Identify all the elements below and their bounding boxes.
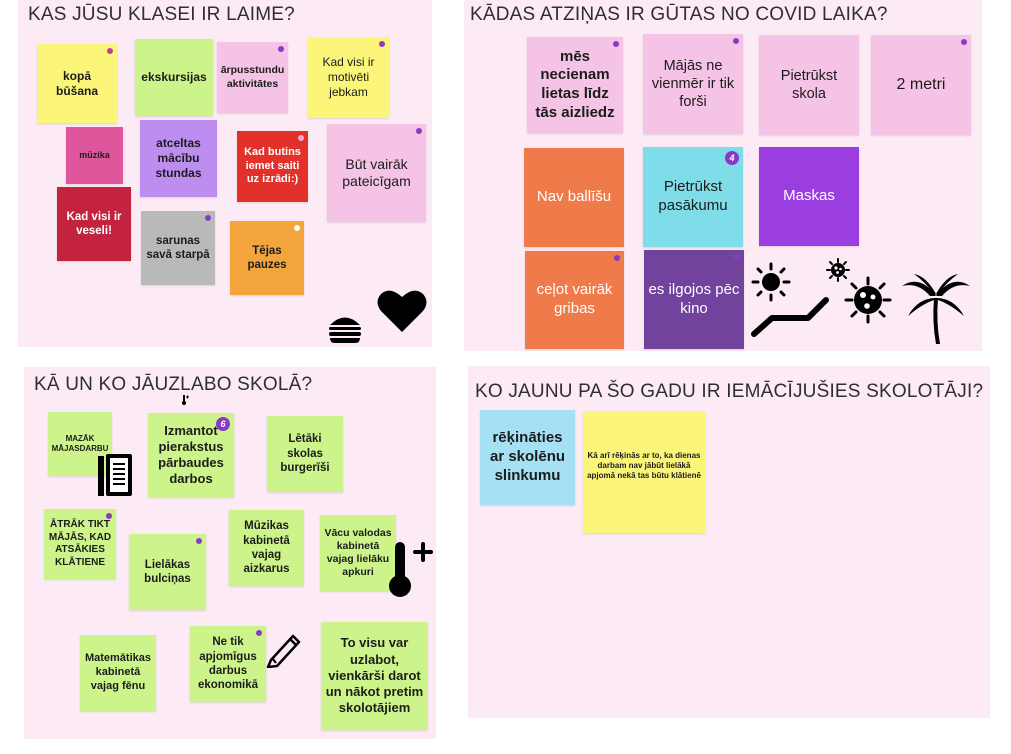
sticky-note[interactable]: mūzika xyxy=(66,127,123,184)
virus-icon xyxy=(826,258,850,282)
thermometer-icon xyxy=(389,542,433,597)
sticky-note[interactable]: rēķināties ar skolēnu slinkumu xyxy=(480,410,575,505)
sun-icon xyxy=(751,262,791,302)
sticky-note[interactable]: Lielākas bulciņas xyxy=(129,534,206,610)
sticky-note[interactable]: Maskas xyxy=(759,147,859,246)
sticky-note[interactable]: Ne tik apjomīgus darbus ekonomikā xyxy=(190,626,266,702)
sticky-note[interactable]: To visu var uzlabot, vienkārši darot un … xyxy=(321,622,428,730)
sticky-note[interactable]: ĀTRĀK TIKT MĀJĀS, KAD ATSĀKIES KLĀTIENE xyxy=(44,509,116,579)
sticky-note[interactable]: Lētāki skolas burgerīši xyxy=(267,416,343,492)
sticky-note[interactable]: Kad visi ir motivēti jebkam xyxy=(308,37,389,118)
heart-icon xyxy=(377,290,427,332)
sticky-note[interactable]: ārpusstundu aktivitātes xyxy=(217,42,288,113)
sticky-note[interactable]: kopā būšana xyxy=(37,44,117,123)
panel-title-teachers: KO JAUNU PA ŠO GADU IR IEMĀCĪJUŠIES SKOL… xyxy=(475,381,984,402)
sticky-note[interactable]: ceļot vairāk gribas xyxy=(525,251,624,349)
palm-tree-icon xyxy=(902,274,970,344)
sticky-note[interactable]: ekskursijas xyxy=(135,39,213,116)
sticky-note[interactable]: Mūzikas kabinetā vajag aizkarus xyxy=(229,510,304,586)
sticky-note[interactable]: es ilgojos pēc kino xyxy=(644,250,744,349)
sticky-note[interactable]: Mājās ne vienmēr ir tik forši xyxy=(643,34,743,134)
virus-icon xyxy=(844,276,892,324)
sticky-note[interactable]: Vācu valodas kabinetā vajag lielāku apku… xyxy=(320,515,396,591)
sticky-note[interactable]: sarunas savā starpā xyxy=(141,211,215,285)
sticky-note[interactable]: mēs necienam lietas līdz tās aizliedz xyxy=(527,37,623,133)
sticky-note[interactable]: atceltas mācību stundas xyxy=(140,120,217,197)
pencil-icon xyxy=(266,634,301,668)
sticky-note[interactable]: Būt vairāk pateicīgam xyxy=(327,124,426,222)
sticky-note[interactable]: Nav ballīšu xyxy=(524,148,624,247)
book-icon xyxy=(98,454,132,496)
sticky-note[interactable]: Matemātikas kabinetā vajag fēnu xyxy=(80,635,156,711)
sticky-note[interactable]: Kad butins iemet saiti uz izrādi:) xyxy=(237,131,308,202)
sticky-note[interactable]: Kad visi ir veseli! xyxy=(57,187,131,261)
panel-title-covid: KĀDAS ATZIŅAS IR GŪTAS NO COVID LAIKA? xyxy=(470,4,888,25)
sticky-note[interactable]: Pietrūkst skola xyxy=(759,35,859,135)
sticky-note[interactable]: Tējas pauzes xyxy=(230,221,304,295)
sticky-note[interactable]: 2 metri xyxy=(871,35,971,135)
lounger-icon xyxy=(751,297,829,337)
thermometer-icon xyxy=(182,395,189,405)
panel-title-improve: KĀ UN KO JĀUZLABO SKOLĀ? xyxy=(34,374,313,395)
badge: 6 xyxy=(216,417,230,431)
sticky-note[interactable]: Kā arī rēķinās ar to, ka dienas darbam n… xyxy=(583,411,705,533)
panel-title-happiness: KAS JŪSU KLASEI IR LAIME? xyxy=(28,4,295,25)
burger-icon xyxy=(329,317,361,343)
badge: 4 xyxy=(725,151,739,165)
